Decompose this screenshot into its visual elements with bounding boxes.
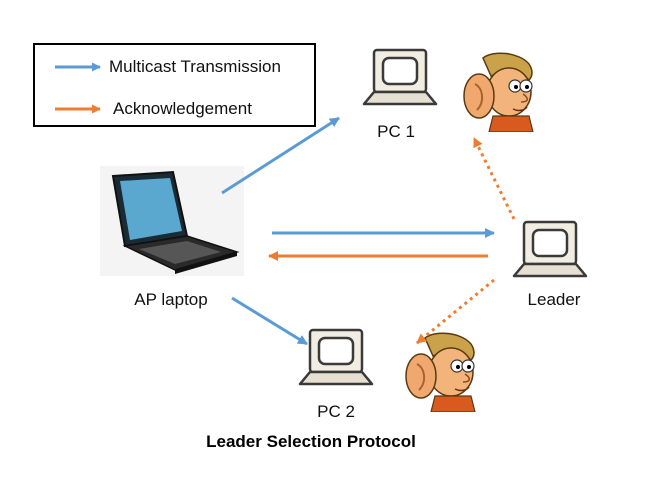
legend-multicast-label: Multicast Transmission [109, 57, 281, 76]
pc1-computer-icon [362, 48, 438, 106]
legend-item-multicast: Multicast Transmission [53, 55, 281, 79]
legend: Multicast Transmission Acknowledgement [33, 43, 316, 127]
ack-dotted-arrow-to-pc2 [416, 278, 495, 345]
pc2-listener-icon [405, 332, 476, 412]
pc2-label: PC 2 [317, 402, 355, 421]
pc1-label: PC 1 [377, 122, 415, 141]
multicast-arrow-to-pc2 [231, 296, 308, 346]
pc1-listener-icon [463, 52, 534, 132]
legend-item-ack: Acknowledgement [53, 97, 252, 121]
legend-ack-label: Acknowledgement [113, 99, 252, 118]
multicast-arrow-to-pc1 [221, 116, 340, 195]
ack-dotted-arrow-to-pc1 [472, 137, 516, 220]
ap-laptop-label: AP laptop [134, 290, 208, 309]
blue-arrow-icon [55, 62, 101, 72]
diagram-caption: Leader Selection Protocol [206, 432, 416, 451]
leader-computer-icon [512, 220, 588, 278]
ap-laptop-icon [100, 166, 244, 276]
orange-arrow-icon [55, 104, 101, 114]
leader-label: Leader [527, 290, 581, 309]
pc2-computer-icon [298, 328, 374, 386]
